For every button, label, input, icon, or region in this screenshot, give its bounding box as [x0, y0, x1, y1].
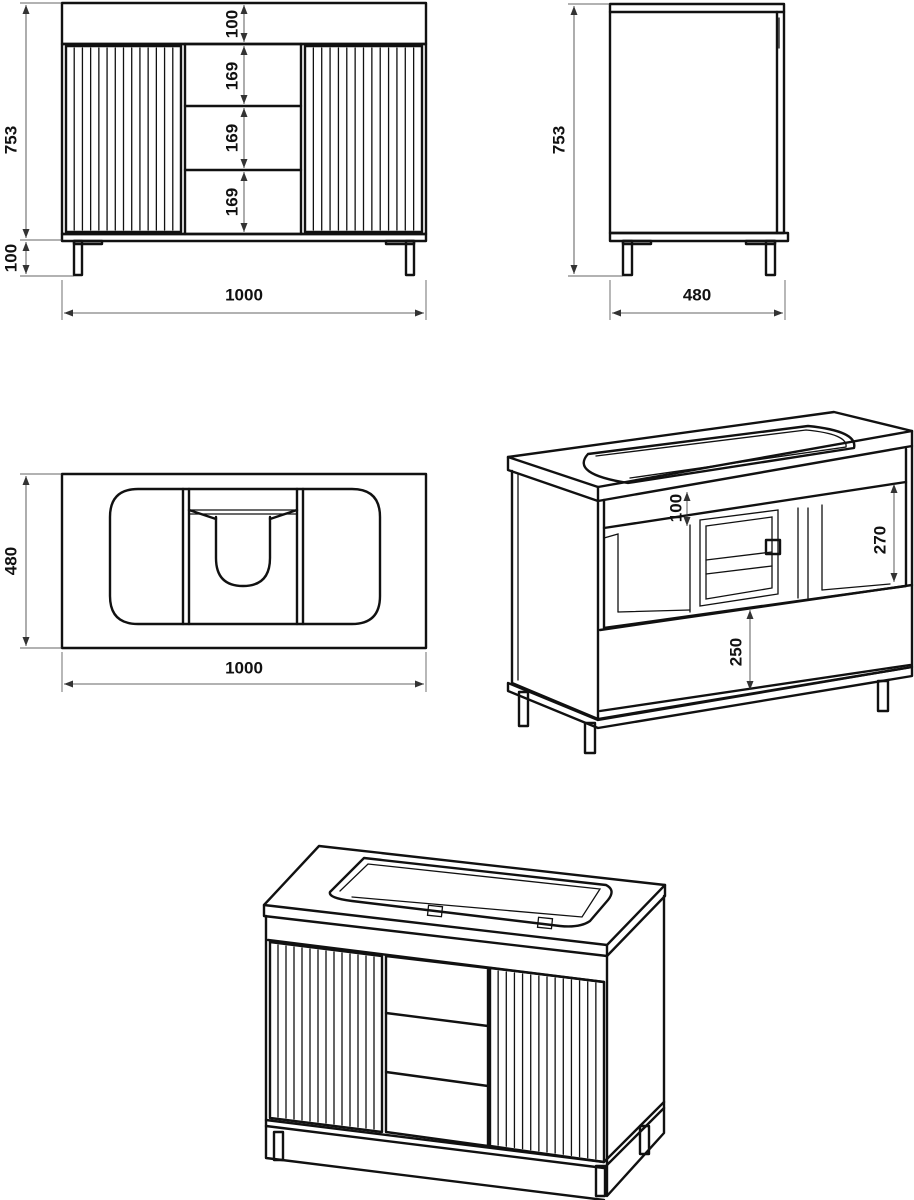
open-perspective-view: 100 270 250: [506, 410, 914, 755]
side-height-label: 753: [550, 126, 569, 154]
front-width-label: 1000: [225, 286, 263, 305]
front-view: 753 100 1000 100 169 169 169: [2, 1, 428, 320]
closed-drawers: [384, 954, 490, 1148]
drawer-height-label-1: 169: [223, 62, 242, 90]
leg: [404, 239, 416, 277]
front-plinth: [60, 232, 428, 243]
right-fluted-door: [303, 44, 424, 234]
top-width-label: 1000: [225, 659, 263, 678]
open-shelf-height-label: 270: [871, 526, 890, 554]
top-depth-label: 480: [2, 547, 21, 575]
leg: [594, 1164, 607, 1198]
leg: [517, 690, 530, 728]
closed-countertop: [262, 844, 667, 947]
front-height-label: 753: [2, 126, 21, 154]
countertop-outline: [60, 472, 428, 650]
drawer-height-label-3: 169: [223, 188, 242, 216]
leg: [876, 679, 890, 713]
side-view: 753 480: [550, 2, 790, 320]
top-view: 480 1000: [2, 472, 428, 692]
right-fluted-door: [488, 966, 606, 1164]
closed-perspective-view: [262, 844, 667, 1200]
open-bottom-height-label: 250: [727, 638, 746, 666]
left-fluted-door: [268, 940, 384, 1134]
side-plinth: [608, 231, 790, 243]
leg: [621, 239, 634, 277]
perspective-side-panel: [510, 469, 600, 721]
closed-front-frame: [264, 914, 606, 1200]
leg: [638, 1124, 651, 1156]
drawer-height-label-2: 169: [223, 124, 242, 152]
leg: [583, 721, 597, 755]
leg: [72, 239, 84, 277]
open-top-panel-label: 100: [667, 494, 686, 522]
siphon-cutout: [214, 515, 272, 588]
side-depth-label: 480: [683, 286, 711, 305]
closed-basin: [328, 856, 613, 928]
leg: [764, 239, 777, 277]
leg: [272, 1130, 285, 1162]
perspective-basin: [582, 424, 856, 485]
left-fluted-door: [64, 44, 183, 234]
front-top-panel-label: 100: [223, 10, 242, 38]
siphon-bracket: [764, 538, 782, 556]
basin-outline: [108, 487, 382, 626]
side-body: [608, 2, 786, 235]
front-leg-height-label: 100: [2, 244, 21, 272]
